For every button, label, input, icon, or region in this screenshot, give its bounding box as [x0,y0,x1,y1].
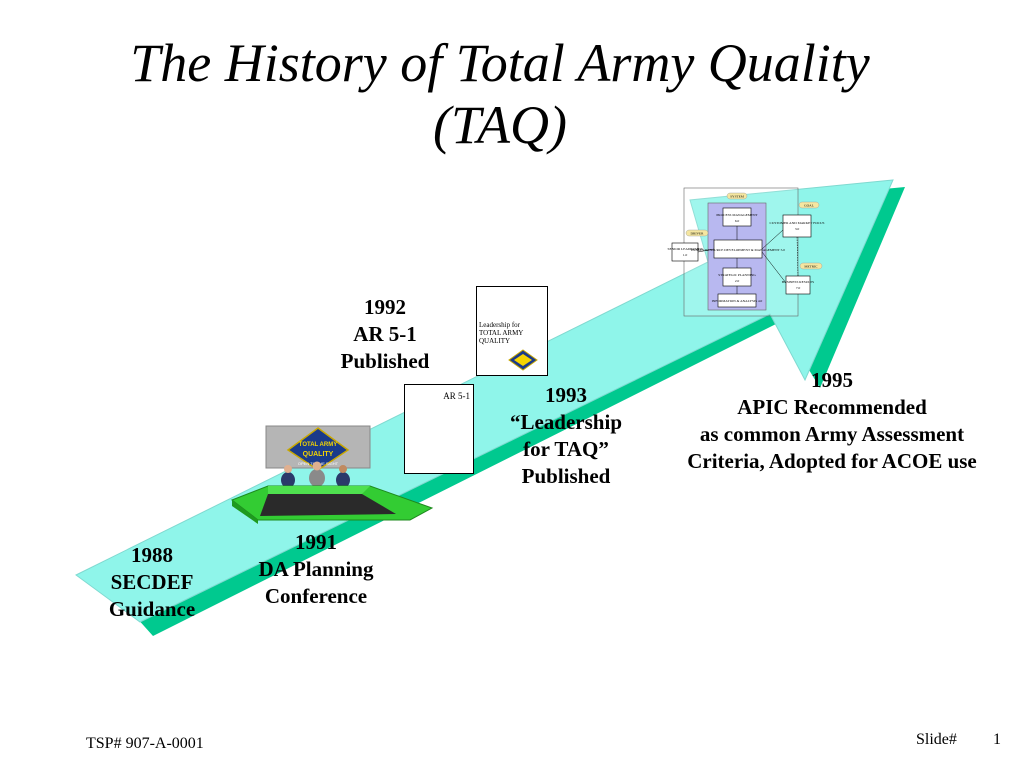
svg-text:BUSINESS RESULTS: BUSINESS RESULTS [782,280,814,284]
ar51-document-label: AR 5-1 [443,391,470,401]
conference-table-front [232,500,258,524]
svg-text:SYSTEM: SYSTEM [730,195,745,199]
leadership-taq-document-line1: Leadership for [479,321,521,329]
diagram-box-senior-leadership [671,242,699,262]
footer-slide-number: 1 [993,731,1001,748]
milestone-1988-line1: SECDEF [110,570,194,594]
conference-illustration: TOTAL ARMY QUALITY OPEN TO THE SIGHT [230,425,434,524]
person-3 [336,472,350,488]
person-1 [281,472,295,488]
milestone-1992-line2: Published [340,349,430,373]
svg-text:GOAL: GOAL [804,204,814,208]
milestone-1993-line2: for TAQ” [523,437,609,461]
person-2-head [312,461,322,471]
diagram-connectors [697,226,799,294]
milestone-1992: 1992 AR 5-1 Published [320,294,450,375]
leadership-taq-document: Leadership for TOTAL ARMY QUALITY [476,286,548,376]
svg-text:DRIVER: DRIVER [690,232,704,236]
diagram-box-strategic-planning [722,267,752,287]
milestone-1992-year: 1992 [364,295,406,319]
milestone-1988-line2: Guidance [108,597,196,621]
milestone-1993-line1: “Leadership [509,410,622,434]
person-3-head [339,465,347,473]
svg-text:INFORMATION & ANALYSIS 4.0: INFORMATION & ANALYSIS 4.0 [712,299,763,303]
svg-text:STRATEGIC PLANNING: STRATEGIC PLANNING [718,273,756,277]
diagram-tag-driver [685,229,709,237]
ar51-document: AR 5-1 [404,384,474,474]
svg-text:CUSTOMER AND MARKET FOCUS: CUSTOMER AND MARKET FOCUS [769,221,824,225]
svg-text:PROCESS MANAGEMENT: PROCESS MANAGEMENT [716,213,758,217]
svg-text:6.0: 6.0 [735,219,740,223]
svg-text:7.0: 7.0 [796,286,801,290]
slide-title: The History of Total Army Quality (TAQ) [0,32,1000,156]
milestone-1995-year: 1995 [811,368,853,392]
criteria-diagram: SYSTEM GOAL DRIVER METRIC SENIOR LEADERS… [668,187,825,317]
leadership-taq-document-line2: TOTAL ARMY QUALITY [479,329,524,345]
svg-text:SENIOR LEADERSHIP: SENIOR LEADERSHIP [668,247,703,251]
diagram-tag-metric [799,262,823,270]
milestone-1993: 1993 “Leadership for TAQ” Published [496,382,636,490]
milestone-1988: 1988 SECDEF Guidance [92,542,212,623]
diagram-box-business-results [785,275,811,295]
conference-table-hole [260,494,396,516]
svg-text:HUMAN RESOURCE DEVELOPMENT & M: HUMAN RESOURCE DEVELOPMENT & MANAGEMENT … [691,248,785,252]
milestone-1995-line1: APIC Recommended [737,395,927,419]
conference-banner-line2: QUALITY [303,451,334,458]
person-1-head [284,465,292,473]
diagram-box-process-management [722,207,752,227]
conference-banner-line1: TOTAL ARMY [299,442,337,448]
footer-slide-label: Slide# [916,731,957,748]
conference-table-rim [268,486,370,494]
slide-title-line2: (TAQ) [433,95,567,155]
slide-title-line1: The History of Total Army Quality [130,33,870,93]
milestone-1995-line2: as common Army Assessment [699,422,965,446]
milestone-1995: 1995 APIC Recommended as common Army Ass… [656,367,1008,475]
svg-text:3.0: 3.0 [795,227,800,231]
svg-text:2.0: 2.0 [735,279,740,283]
svg-text:METRIC: METRIC [804,265,818,269]
person-2 [309,469,325,487]
diagram-tag-system [726,192,748,200]
milestone-1988-year: 1988 [131,543,173,567]
milestone-1993-line3: Published [521,464,611,488]
milestone-1991-line2: Conference [264,584,368,608]
diagram-box-customer-focus [782,214,812,238]
footer-tsp-number: TSP# 907-A-0001 [86,735,204,752]
milestone-1995-line3: Criteria, Adopted for ACOE use [687,449,977,473]
svg-text:1.0: 1.0 [683,253,688,257]
milestone-1991-line1: DA Planning [258,557,374,581]
milestone-1992-line1: AR 5-1 [353,322,417,346]
leadership-taq-emblem [508,349,538,371]
diagram-tag-goal [798,201,820,209]
milestone-1993-year: 1993 [545,383,587,407]
milestone-1991-year: 1991 [295,530,337,554]
milestone-1991: 1991 DA Planning Conference [236,529,396,610]
